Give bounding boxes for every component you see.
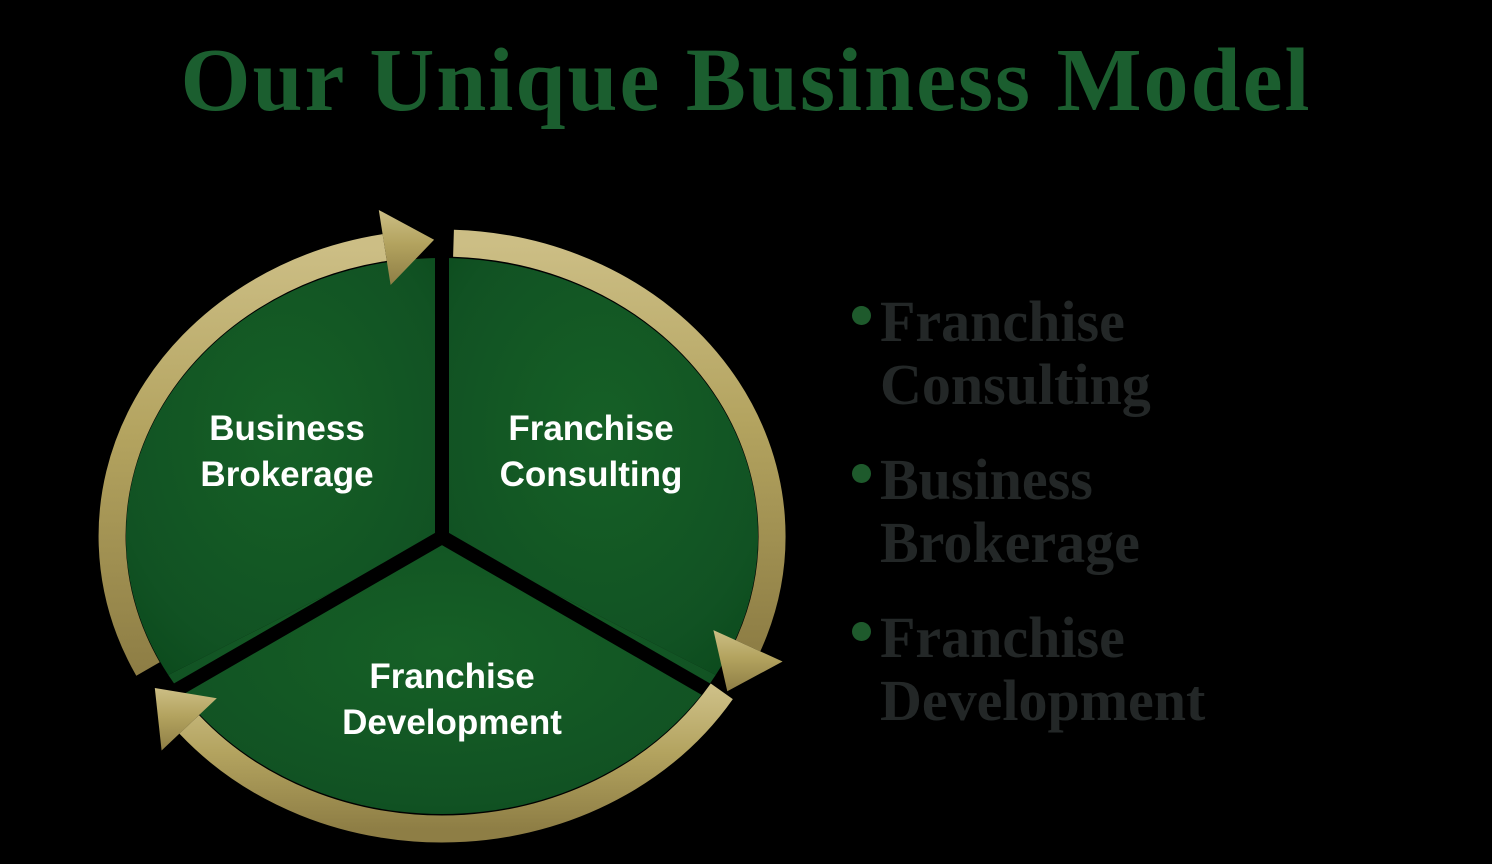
service-bullet-list: Franchise Consulting Business Brokerage …	[852, 290, 1332, 764]
wedge-business-brokerage	[125, 258, 442, 675]
list-item: Franchise Development	[852, 606, 1332, 732]
bullet-item-business-brokerage: Business Brokerage	[880, 447, 1140, 575]
cycle-arrows	[98, 210, 786, 843]
wedge-franchise-development	[168, 536, 716, 815]
business-model-cycle-diagram: Business Brokerage Franchise Consulting …	[98, 210, 786, 843]
cycle-arrow-top-head-icon	[378, 210, 435, 285]
divider-lower-right	[438, 530, 720, 702]
wedge-label-franchise-consulting-line1: Franchise	[508, 409, 673, 448]
cycle-arrow-right-arc	[453, 229, 786, 652]
bullet-item-franchise-development: Franchise Development	[880, 605, 1206, 733]
divider-lower-left	[164, 530, 446, 702]
wedge-label-franchise-development-line2: Development	[342, 703, 562, 742]
wedge-label-franchise-consulting-line2: Consulting	[500, 455, 683, 494]
cycle-arrow-left-arc	[98, 234, 387, 676]
wedge-label-business-brokerage-line1: Business	[209, 409, 365, 448]
page-title: Our Unique Business Model	[180, 31, 1312, 130]
bullet-item-franchise-consulting: Franchise Consulting	[880, 289, 1151, 417]
cycle-arrow-right-head-icon	[713, 630, 783, 692]
wedge-franchise-consulting	[442, 258, 759, 675]
bullet-dot-icon	[852, 306, 871, 325]
segment-labels: Business Brokerage Franchise Consulting …	[200, 409, 682, 742]
pie-segments	[125, 258, 759, 815]
bullet-dot-icon	[852, 464, 871, 483]
list-item: Business Brokerage	[852, 448, 1332, 574]
cycle-arrow-bottom-arc	[179, 683, 733, 843]
wedge-label-business-brokerage-line2: Brokerage	[200, 455, 373, 494]
list-item: Franchise Consulting	[852, 290, 1332, 416]
wedge-label-franchise-development-line1: Franchise	[369, 657, 534, 696]
cycle-arrow-bottom-head-icon	[154, 688, 217, 751]
bullet-dot-icon	[852, 622, 871, 641]
segment-dividers	[164, 229, 720, 702]
